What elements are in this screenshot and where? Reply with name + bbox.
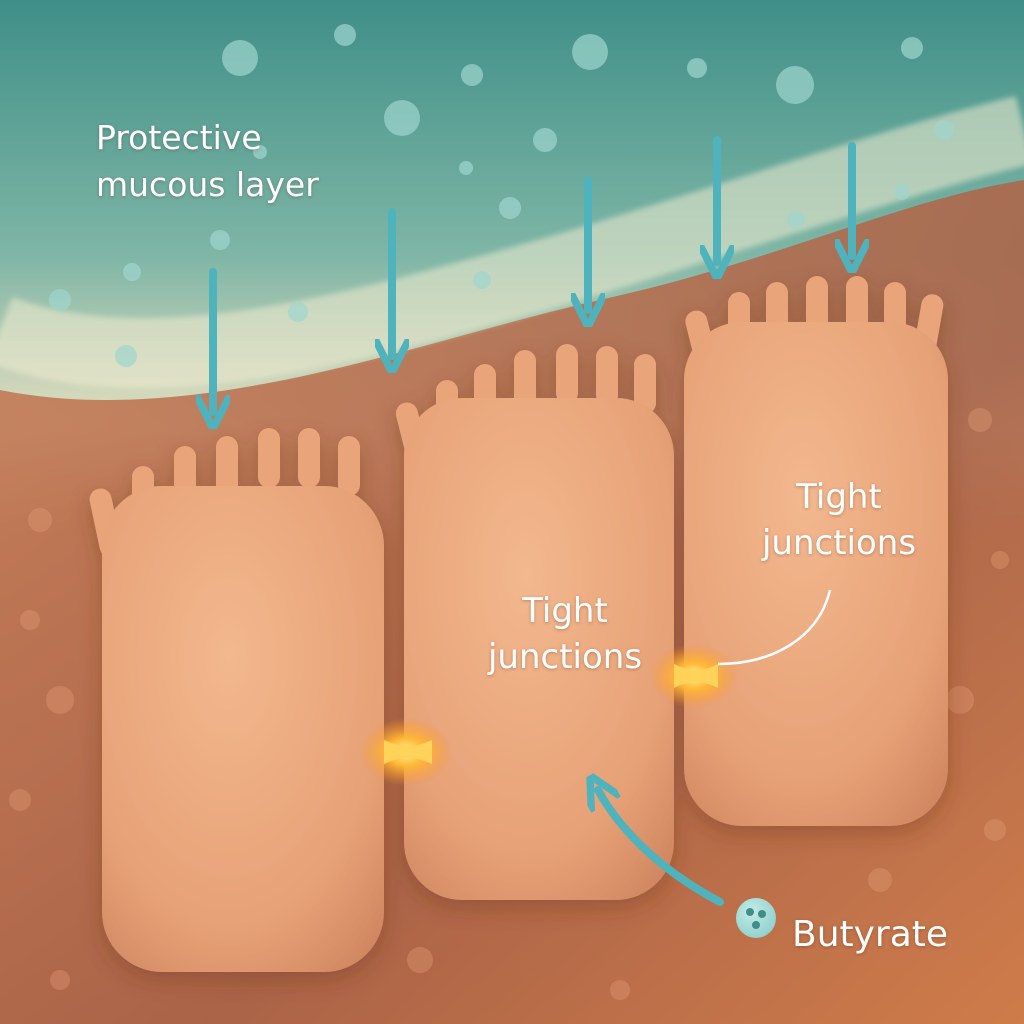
mucous-layer-label: Protective mucous layer — [96, 114, 319, 208]
tight-junction-callout-line — [717, 589, 832, 666]
tight-junction-glows — [360, 644, 738, 786]
mucous-layer-label-line2: mucous layer — [96, 165, 319, 204]
tight-junctions-center-line1: Tight — [522, 591, 608, 631]
mucous-layer-label-line1: Protective — [96, 118, 262, 157]
down-arrow-icon — [213, 136, 852, 412]
tight-junctions-center-line2: junctions — [487, 637, 643, 677]
tight-junctions-right-line2: junctions — [761, 523, 917, 563]
epithelial-cells — [89, 276, 948, 972]
epithelial-cell-left — [89, 428, 384, 972]
butyrate-label: Butyrate — [792, 914, 949, 955]
molecule-icon — [736, 898, 776, 938]
tight-junctions-center-label: Tight junctions — [474, 588, 656, 680]
curved-arrow-icon — [598, 790, 724, 906]
tight-junctions-right-line1: Tight — [796, 477, 882, 517]
tight-junctions-right-label: Tight junctions — [748, 474, 930, 566]
epithelial-cell-right — [684, 276, 948, 826]
mucus-particles — [49, 24, 954, 367]
